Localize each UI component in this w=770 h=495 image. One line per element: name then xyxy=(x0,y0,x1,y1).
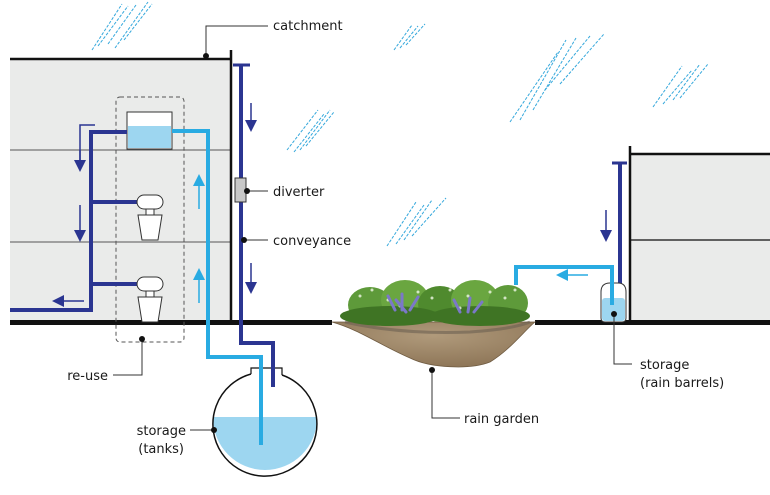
downspout xyxy=(233,63,275,387)
rain-garden-plants xyxy=(340,280,530,326)
reuse-pipes xyxy=(10,130,137,312)
flow-arrows xyxy=(52,103,612,307)
callout-dots xyxy=(139,53,617,433)
label-catchment: catchment xyxy=(273,19,343,34)
label-conveyance: conveyance xyxy=(273,234,351,249)
rain-streaks xyxy=(91,1,709,247)
ground-line xyxy=(10,320,770,325)
rain-cluster xyxy=(509,33,605,123)
label-rain-garden: rain garden xyxy=(464,412,539,427)
label-storage-barrels: storage xyxy=(640,358,689,373)
storage-tank xyxy=(212,343,318,477)
rain-cluster xyxy=(393,23,426,51)
label-storage-barrels-sub: (rain barrels) xyxy=(640,376,724,391)
callout-leaders xyxy=(113,25,632,431)
label-reuse: re-use xyxy=(67,369,108,384)
house-right xyxy=(628,146,770,322)
rain-barrel xyxy=(514,161,627,323)
label-storage-tanks: storage xyxy=(137,424,186,439)
rain-cluster xyxy=(91,1,153,51)
rain-garden xyxy=(331,280,537,368)
toilet-icon xyxy=(136,194,164,241)
reuse-boundary xyxy=(115,96,185,343)
rain-cluster xyxy=(286,109,335,153)
toilet-icon xyxy=(136,276,164,323)
rain-cluster xyxy=(386,197,447,247)
header-tank xyxy=(126,111,173,150)
label-diverter: diverter xyxy=(273,185,325,200)
rain-cluster xyxy=(652,63,709,108)
lavender-flowers xyxy=(386,292,484,314)
label-storage-tanks-sub: (tanks) xyxy=(138,442,184,457)
